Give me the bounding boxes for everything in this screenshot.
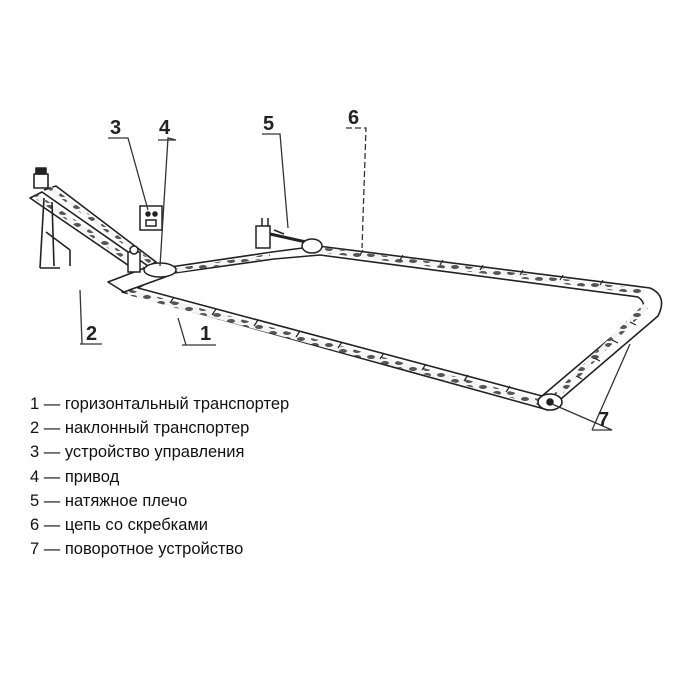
- callout-3: 3: [110, 117, 121, 139]
- leader-4: [158, 137, 177, 267]
- right-run: [553, 303, 649, 399]
- horizontal-conveyor: [121, 245, 663, 411]
- legend: 1 — горизонтальный транспортер 2 — накло…: [30, 392, 289, 561]
- callout-1: 1: [200, 323, 211, 345]
- callout-5: 5: [263, 113, 274, 135]
- leader-6: [346, 127, 367, 249]
- front-run: [127, 289, 547, 407]
- callout-4: 4: [159, 117, 171, 139]
- legend-item-2: 2 — наклонный транспортер: [30, 419, 250, 438]
- leader-2: [79, 289, 102, 345]
- tension-arm: [255, 218, 323, 254]
- turning-device: [537, 393, 563, 411]
- leader-3: [108, 137, 149, 211]
- leader-7: [551, 343, 631, 431]
- legend-item-7: 7 — поворотное устройство: [30, 540, 244, 559]
- legend-item-4: 4 — привод: [30, 467, 120, 486]
- legend-item-5: 5 — натяжное плечо: [30, 491, 188, 510]
- callout-7: 7: [598, 409, 609, 431]
- leader-5: [262, 133, 289, 229]
- control-device: [139, 205, 163, 231]
- back-run: [321, 247, 645, 295]
- callout-6: 6: [348, 107, 359, 129]
- scraper-chain: [169, 249, 637, 393]
- legend-item-3: 3 — устройство управления: [30, 443, 245, 462]
- leader-1: [177, 317, 216, 346]
- callout-leaders: [79, 127, 631, 431]
- legend-item-6: 6 — цепь со скребками: [30, 515, 209, 534]
- callout-2: 2: [86, 323, 97, 345]
- legend-item-1: 1 — горизонтальный транспортер: [30, 395, 290, 413]
